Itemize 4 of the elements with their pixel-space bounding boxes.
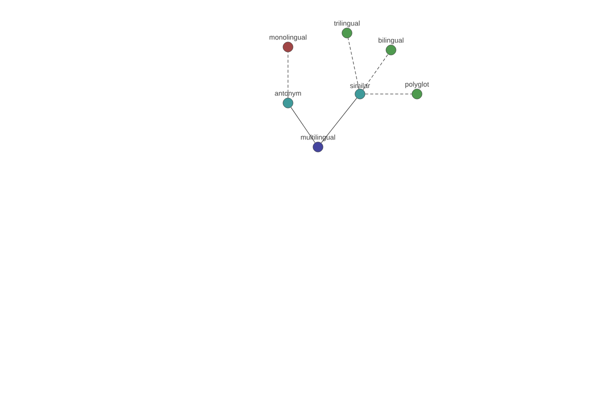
connector-line xyxy=(348,38,360,90)
connector-line xyxy=(290,107,316,143)
connector-line xyxy=(320,98,358,144)
connector-line xyxy=(362,54,388,90)
